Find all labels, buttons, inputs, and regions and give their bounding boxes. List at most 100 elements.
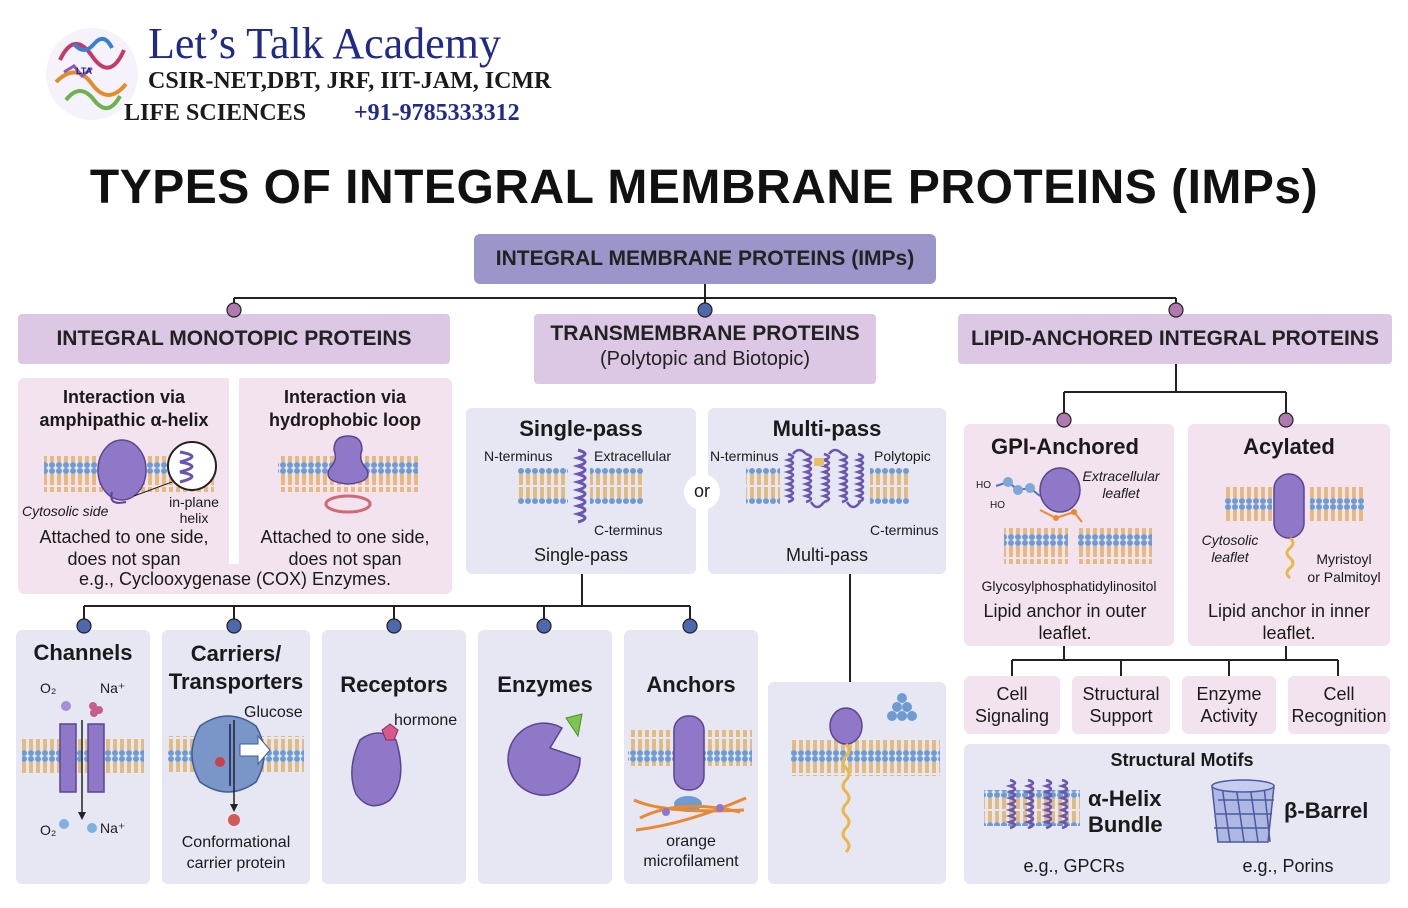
- single-n-terminus: N-terminus: [484, 448, 553, 464]
- anchors-caption: orange microfilament: [624, 832, 758, 872]
- multi-polytopic: Polytopic: [874, 448, 931, 464]
- acyl-description: Lipid anchor in inner leaflet.: [1188, 600, 1390, 644]
- root-node: INTEGRAL MEMBRANE PROTEINS (IMPs): [474, 234, 936, 284]
- lipid-category: LIPID-ANCHORED INTEGRAL PROTEINS: [958, 314, 1392, 364]
- carrier-illustration: [168, 715, 304, 826]
- beta-barrel-illustration: [1211, 779, 1275, 843]
- helix-desc-line2: does not span: [67, 549, 181, 569]
- academy-logo: [46, 28, 138, 120]
- helix-example: e.g., GPCRs: [1023, 856, 1125, 876]
- helix-description: Attached to one side, does not span: [18, 526, 230, 570]
- in-plane-line2: helix: [179, 510, 209, 526]
- loop-desc-line1: Attached to one side,: [260, 527, 430, 547]
- monotopic-gap: [229, 378, 239, 564]
- gpi-leaflet-line1: Extracellular: [1082, 468, 1160, 484]
- channel-o2-bottom: O₂: [40, 822, 57, 838]
- carriers-title-line2: Transporters: [168, 669, 304, 694]
- anchors-caption-line2: microfilament: [643, 853, 739, 870]
- brand-name: Let’s Talk Academy: [148, 19, 501, 68]
- role-3-line2: Activity: [1200, 706, 1258, 726]
- logo-text: LTA: [76, 66, 93, 76]
- beta-barrel-label: β-Barrel: [1284, 798, 1369, 823]
- role-1-line1: Cell: [996, 684, 1028, 704]
- receptor-illustration: [351, 723, 402, 807]
- role-1-text: Cell Signaling: [964, 683, 1060, 727]
- acyl-desc-line1: Lipid anchor in inner: [1207, 601, 1371, 621]
- gpi-heading: GPI-Anchored: [991, 434, 1139, 459]
- loop-description: Attached to one side, does not span: [240, 526, 450, 570]
- carriers-caption: Conformational carrier protein: [162, 832, 310, 874]
- channel-na-bottom: Na⁺: [100, 820, 126, 836]
- role-structural-support: [1072, 676, 1170, 734]
- life-sciences-label: LIFE SCIENCES: [124, 100, 307, 126]
- anchor-illustration: [628, 715, 752, 832]
- barrel-example: e.g., Porins: [1242, 856, 1334, 876]
- acyl-desc-line2: leaflet.: [1262, 623, 1316, 643]
- gpi-desc-line1: Lipid anchor in outer: [983, 601, 1147, 621]
- loop-heading: Interaction via hydrophobic loop: [240, 386, 450, 432]
- helix-heading: Interaction via amphipathic α-helix: [18, 386, 230, 432]
- helix-heading-line1: Interaction via: [62, 387, 186, 407]
- channel-o2-top: O₂: [40, 680, 57, 696]
- loop-heading-line2: hydrophobic loop: [269, 410, 421, 430]
- multi-pass-heading: Multi-pass: [772, 416, 882, 441]
- transmembrane-category: TRANSMEMBRANE PROTEINS (Polytopic and Bi…: [534, 314, 876, 384]
- role-3-text: Enzyme Activity: [1182, 683, 1276, 727]
- receptors-title: Receptors: [340, 672, 448, 697]
- acyl-leaflet-line2: leaflet: [1211, 549, 1249, 565]
- hormone-label: hormone: [394, 712, 458, 729]
- role-cell-recognition: [1288, 676, 1390, 734]
- role-4-line1: Cell: [1323, 684, 1355, 704]
- tree-connectors: [83, 284, 1339, 682]
- carriers-caption-line2: carrier protein: [186, 855, 286, 872]
- transmembrane-title: TRANSMEMBRANE PROTEINS: [550, 322, 860, 345]
- enzyme-illustration: [507, 713, 583, 796]
- gpi-ho-1: HO: [976, 480, 991, 491]
- role-enzyme-activity: [1182, 676, 1276, 734]
- helix-bundle-line1: α-Helix: [1088, 786, 1162, 811]
- carriers-title: Carriers/ Transporters: [162, 640, 310, 696]
- amphipathic-helix-illustration: [44, 439, 217, 504]
- glucose-label: Glucose: [244, 704, 303, 721]
- tree-nodes: [76, 302, 1294, 634]
- channels-title: Channels: [33, 640, 133, 665]
- single-c-terminus: C-terminus: [594, 522, 663, 538]
- multi-c-terminus: C-terminus: [870, 522, 939, 538]
- gpi-description: Lipid anchor in outer leaflet.: [964, 600, 1166, 644]
- role-1-line2: Signaling: [974, 706, 1050, 726]
- gpi-anchor-example-illustration: [790, 693, 940, 854]
- helix-bundle-label: α-Helix Bundle: [1088, 786, 1163, 838]
- channel-illustration: [22, 701, 144, 833]
- motifs-title: Structural Motifs: [1110, 750, 1254, 770]
- myristoyl-line2: or Palmitoyl: [1307, 569, 1381, 585]
- or-label: or: [693, 481, 710, 501]
- hydrophobic-loop-illustration: [278, 435, 418, 514]
- role-2-line2: Support: [1089, 706, 1153, 726]
- gpi-desc-line2: leaflet.: [1038, 623, 1092, 643]
- phone-number: +91-9785333312: [354, 100, 520, 126]
- anchors-caption-line1: orange: [666, 833, 716, 850]
- loop-desc-line2: does not span: [288, 549, 402, 569]
- in-plane-helix-label: in-plane helix: [164, 494, 224, 526]
- multi-n-terminus: N-terminus: [710, 448, 779, 464]
- role-2-line1: Structural: [1082, 684, 1160, 704]
- acyl-leaflet-line1: Cytosolic: [1201, 532, 1259, 548]
- multi-pass-caption: Multi-pass: [785, 545, 869, 565]
- gpi-leaflet-line2: leaflet: [1102, 485, 1140, 501]
- gpi-ho-2: HO: [990, 500, 1005, 511]
- role-4-line2: Recognition: [1291, 706, 1387, 726]
- acylated-heading: Acylated: [1243, 434, 1335, 459]
- carriers-title-line1: Carriers/: [190, 641, 282, 666]
- helix-bundle-line2: Bundle: [1088, 812, 1163, 837]
- in-plane-line1: in-plane: [169, 494, 219, 510]
- acyl-leaflet-label: Cytosolic leaflet: [1196, 532, 1264, 566]
- monotopic-example: e.g., Cyclooxygenase (COX) Enzymes.: [78, 569, 392, 589]
- enzymes-title: Enzymes: [497, 672, 593, 697]
- glyco-label: Glycosylphosphatidylinositol: [981, 578, 1157, 594]
- helix-heading-line2: amphipathic α-helix: [39, 410, 209, 430]
- channel-na-top: Na⁺: [100, 680, 126, 696]
- gpi-leaflet-label: Extracellular leaflet: [1078, 468, 1164, 502]
- myristoyl-line1: Myristoyl: [1316, 551, 1372, 567]
- single-pass-illustration: [518, 448, 644, 524]
- multi-pass-illustration: [746, 448, 910, 509]
